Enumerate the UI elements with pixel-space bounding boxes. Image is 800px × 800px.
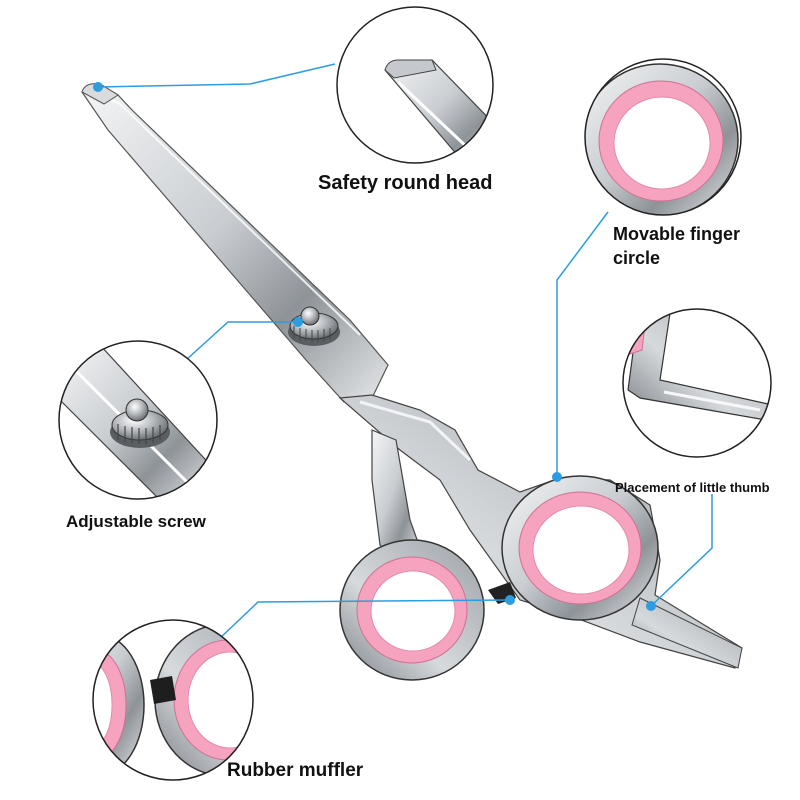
label-rubber-muffler: Rubber muffler <box>227 760 364 781</box>
leader-lines <box>97 63 713 641</box>
detail-rubber-muffler <box>92 619 254 781</box>
leader-safety <box>97 63 336 88</box>
leader-dots <box>93 82 656 611</box>
finger-rest-tang <box>631 597 743 669</box>
safety-tip <box>81 83 119 105</box>
left-finger-ring <box>339 539 485 681</box>
leader-muffler <box>217 599 511 641</box>
label-movable-finger-circle: Movable finger circle <box>613 224 741 268</box>
detail-little-thumb <box>622 308 772 458</box>
detail-safety-round-head <box>336 6 494 164</box>
label-adjustable-screw: Adjustable screw <box>66 512 206 531</box>
label-little-thumb: Placement of little thumb <box>615 480 770 495</box>
detail-movable-finger-circle <box>584 58 742 216</box>
detail-adjustable-screw <box>58 340 218 500</box>
leader-screw <box>185 321 298 361</box>
leader-thumb <box>650 494 713 607</box>
label-safety-round-head: Safety round head <box>318 172 493 194</box>
scissors <box>81 83 743 681</box>
right-finger-ring <box>501 475 659 621</box>
leader-finger <box>556 211 609 475</box>
